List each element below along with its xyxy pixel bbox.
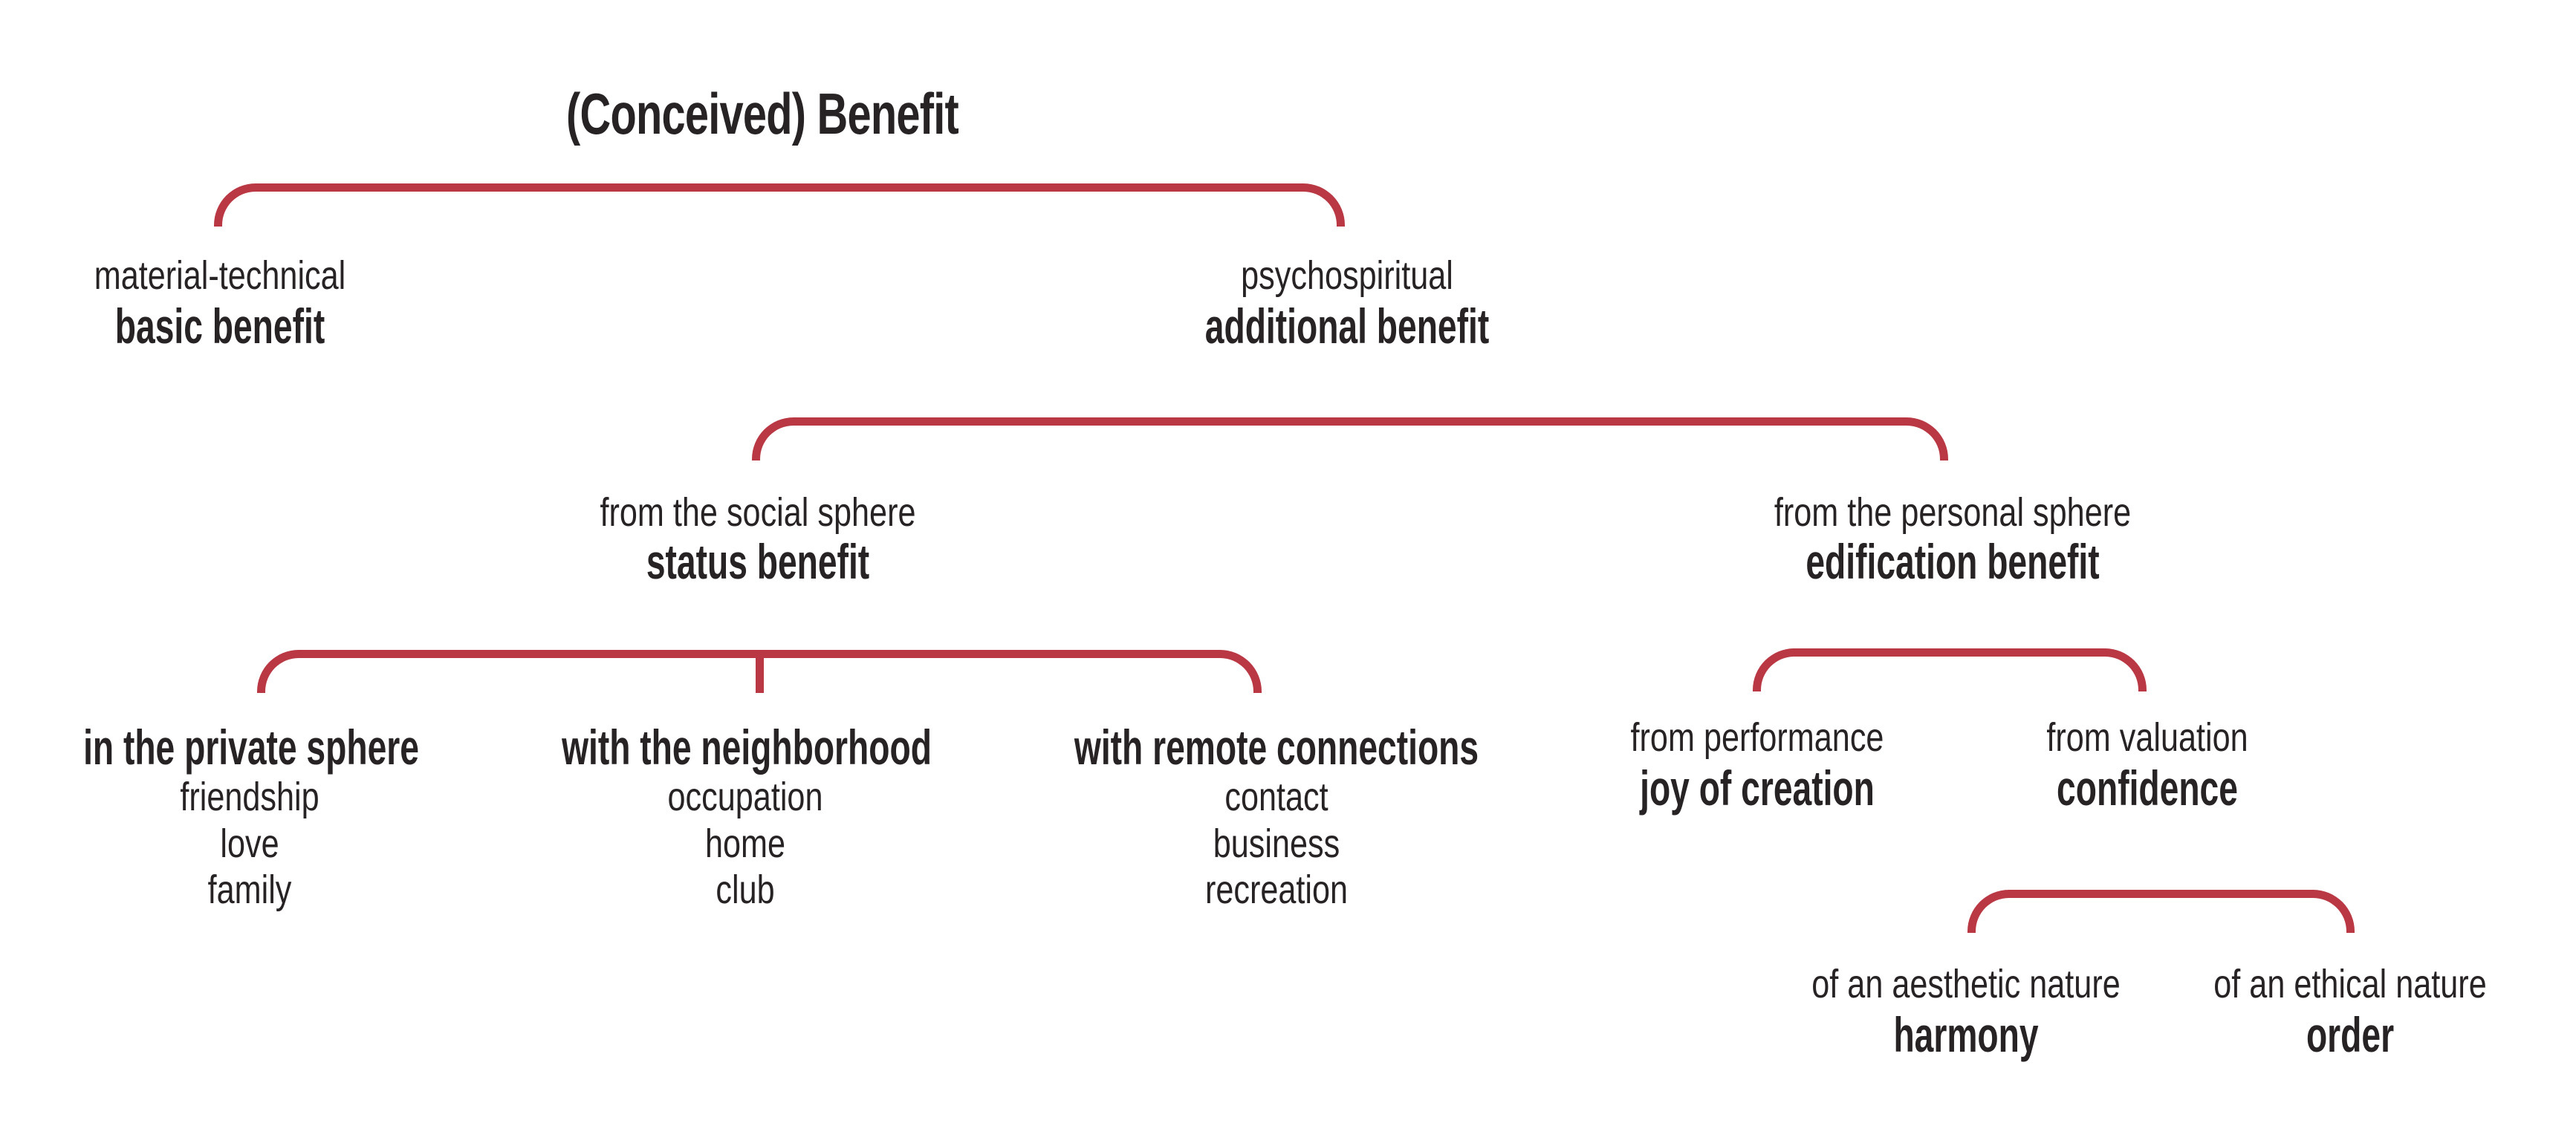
basic-benefit-qualifier: material-technical xyxy=(94,253,346,298)
neighborhood-item: home xyxy=(704,821,786,866)
private-sphere-item: friendship xyxy=(180,775,319,819)
remote-connections-item: recreation xyxy=(1204,868,1349,912)
basic-benefit-label: basic benefit xyxy=(114,299,325,354)
bracket-edification-children xyxy=(1753,648,2147,691)
remote-connections-label: with remote connections xyxy=(1074,720,1479,775)
status-benefit-qualifier: from the social sphere xyxy=(600,490,916,535)
root-node-label: (Conceived) Benefit xyxy=(566,81,959,146)
harmony-label: harmony xyxy=(1893,1007,2039,1062)
additional-benefit-label: additional benefit xyxy=(1204,299,1490,354)
bracket-additional-children xyxy=(752,417,1948,460)
private-sphere-item: family xyxy=(207,868,292,912)
bracket-status-middle-leg xyxy=(756,650,764,693)
neighborhood-item: club xyxy=(716,868,775,912)
additional-benefit-qualifier: psychospiritual xyxy=(1241,253,1453,298)
edification-benefit-qualifier: from the personal sphere xyxy=(1774,490,2132,535)
bracket-root-children xyxy=(214,183,1345,227)
order-qualifier: of an ethical nature xyxy=(2213,962,2487,1006)
harmony-qualifier: of an aesthetic nature xyxy=(1811,962,2121,1006)
confidence-label: confidence xyxy=(2057,761,2238,816)
private-sphere-item: love xyxy=(220,821,279,866)
order-label: order xyxy=(2306,1007,2395,1062)
remote-connections-item: business xyxy=(1213,821,1340,866)
neighborhood-label: with the neighborhood xyxy=(562,720,932,775)
edification-benefit-label: edification benefit xyxy=(1806,534,2100,589)
confidence-qualifier: from valuation xyxy=(2046,715,2248,760)
private-sphere-label: in the private sphere xyxy=(83,720,419,775)
bracket-confidence-children xyxy=(1967,890,2355,933)
remote-connections-item: contact xyxy=(1224,775,1328,819)
neighborhood-item: occupation xyxy=(667,775,823,819)
joy-of-creation-qualifier: from performance xyxy=(1630,715,1884,760)
joy-of-creation-label: joy of creation xyxy=(1640,761,1875,816)
status-benefit-label: status benefit xyxy=(646,534,870,589)
